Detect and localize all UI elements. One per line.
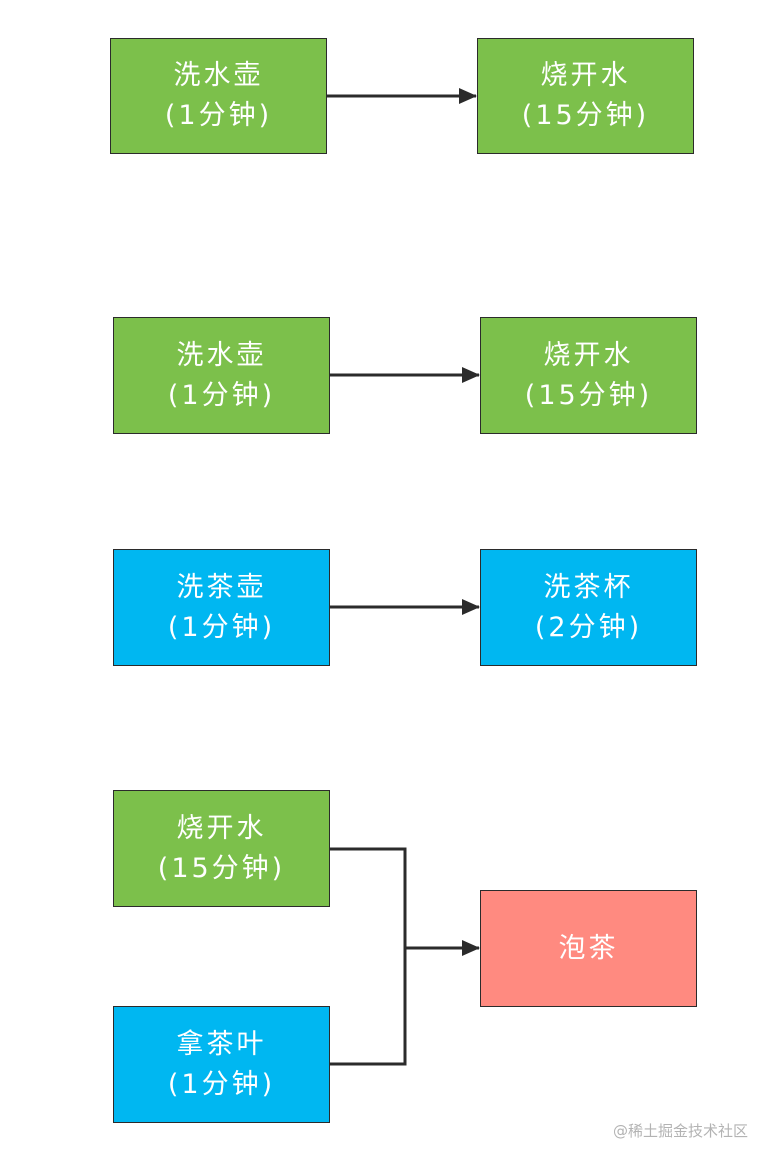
node-duration: (15分钟)	[521, 100, 650, 131]
node-duration: (1分钟)	[167, 379, 276, 411]
connector-boil-to-merge	[330, 847, 407, 948]
node-boil-water: 烧开水 (15分钟)	[480, 317, 697, 434]
node-label: 拿茶叶	[176, 1028, 267, 1060]
node-wash-teapot: 洗茶壶 (1分钟)	[113, 549, 330, 666]
node-label: 泡茶	[558, 932, 619, 964]
connector-tea-to-merge	[330, 948, 407, 1066]
node-get-tea-leaves: 拿茶叶 (1分钟)	[113, 1006, 330, 1123]
node-boil-water: 烧开水 (15分钟)	[477, 38, 694, 154]
node-label: 洗茶壶	[176, 571, 267, 603]
node-duration: (1分钟)	[167, 1068, 276, 1100]
node-duration: (15分钟)	[524, 379, 653, 411]
watermark: @稀土掘金技术社区	[612, 1122, 748, 1140]
node-label: 洗水壶	[176, 339, 267, 371]
node-label: 洗茶杯	[543, 571, 634, 603]
node-brew-tea: 泡茶	[480, 890, 697, 1007]
node-duration: (1分钟)	[164, 100, 273, 131]
node-wash-cups: 洗茶杯 (2分钟)	[480, 549, 697, 666]
node-wash-kettle: 洗水壶 (1分钟)	[110, 38, 327, 154]
node-duration: (2分钟)	[534, 611, 643, 643]
node-duration: (1分钟)	[167, 611, 276, 643]
node-label: 烧开水	[176, 812, 267, 844]
node-label: 洗水壶	[173, 60, 264, 91]
node-label: 烧开水	[543, 339, 634, 371]
node-boil-water: 烧开水 (15分钟)	[113, 790, 330, 907]
node-wash-kettle: 洗水壶 (1分钟)	[113, 317, 330, 434]
node-duration: (15分钟)	[157, 852, 286, 884]
node-label: 烧开水	[540, 60, 631, 91]
